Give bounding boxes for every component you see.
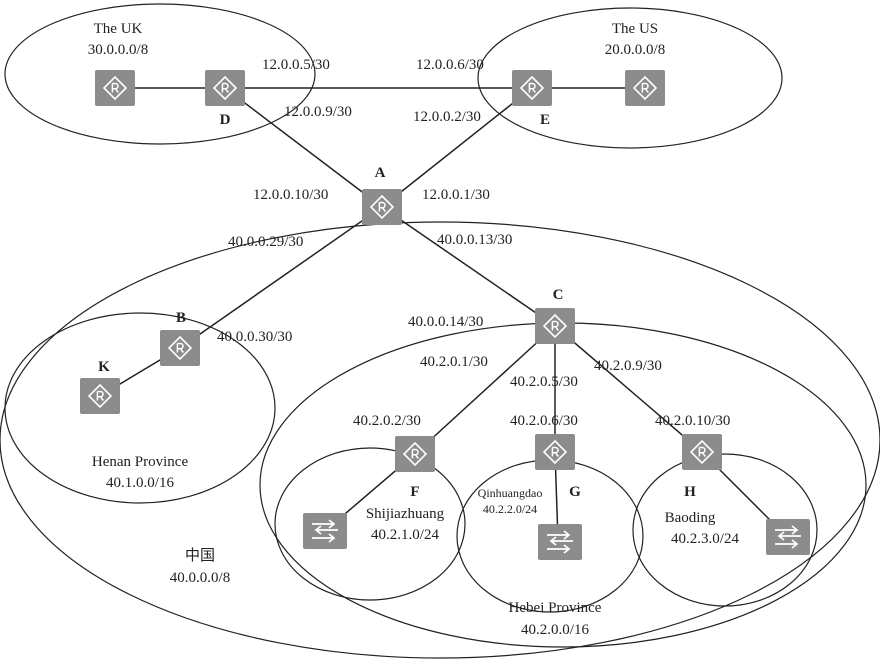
router-icon [361, 188, 403, 226]
hebei-name-label: Hebei Province [509, 600, 602, 616]
shijiazhuang-name-label: Shijiazhuang [366, 506, 445, 522]
iface-c-g: 40.2.0.5/30 [510, 374, 578, 390]
link-c-h [554, 325, 703, 453]
henan-region [4, 312, 276, 504]
iface-a-e: 12.0.0.1/30 [422, 187, 490, 203]
us-name-label: The US [612, 21, 658, 37]
iface-c-h: 40.2.0.9/30 [594, 358, 662, 374]
iface-a-d: 12.0.0.10/30 [253, 187, 328, 203]
switch-icon [765, 518, 811, 556]
router-a-label: A [375, 165, 386, 181]
router-d-label: D [220, 112, 231, 128]
router-icon [159, 329, 201, 367]
router-icon [394, 435, 436, 473]
switch-icon [302, 512, 348, 550]
router-g-label: G [569, 484, 581, 500]
shijiazhuang-network-label: 40.2.1.0/24 [371, 527, 439, 543]
link-a-b [179, 206, 383, 349]
router-k-label: K [98, 359, 110, 375]
hebei-network-label: 40.2.0.0/16 [521, 622, 589, 638]
henan-name-label: Henan Province [92, 454, 189, 470]
qinhuangdao-network-label: 40.2.2.0/24 [483, 502, 537, 516]
iface-e-d: 12.0.0.6/30 [416, 57, 484, 73]
uk-region [4, 3, 316, 145]
us-region [477, 7, 783, 149]
router-h-label: H [684, 484, 696, 500]
iface-a-c: 40.0.0.13/30 [437, 232, 512, 248]
router-icon [79, 377, 121, 415]
router-icon [624, 69, 666, 107]
iface-d-a: 12.0.0.9/30 [284, 104, 352, 120]
iface-d-e: 12.0.0.5/30 [262, 57, 330, 73]
iface-f-c: 40.2.0.2/30 [353, 413, 421, 429]
uk-network-label: 30.0.0.0/8 [88, 42, 148, 58]
link-e-a [381, 87, 533, 208]
iface-c-a: 40.0.0.14/30 [408, 314, 483, 330]
router-c-label: C [553, 287, 564, 303]
baoding-region [632, 453, 818, 607]
router-e-label: E [540, 112, 550, 128]
uk-name-label: The UK [94, 21, 143, 37]
switch-icon [537, 523, 583, 561]
iface-e-a: 12.0.0.2/30 [413, 109, 481, 125]
baoding-name-label: Baoding [665, 510, 716, 526]
shijiazhuang-region [274, 447, 466, 601]
router-icon [94, 69, 136, 107]
henan-network-label: 40.1.0.0/16 [106, 475, 174, 491]
router-icon [534, 307, 576, 345]
qinhuangdao-name-label: Qinhuangdao [478, 486, 543, 500]
china-region [0, 221, 880, 659]
link-d-a [224, 87, 383, 208]
iface-g-c: 40.2.0.6/30 [510, 413, 578, 429]
iface-a-b: 40.0.0.29/30 [228, 234, 303, 250]
baoding-network-label: 40.2.3.0/24 [671, 531, 739, 547]
router-icon [204, 69, 246, 107]
router-f-label: F [410, 484, 419, 500]
china-name-label: 中国 [185, 547, 215, 564]
link-a-c [381, 206, 556, 327]
router-icon [534, 433, 576, 471]
iface-b-a: 40.0.0.30/30 [217, 329, 292, 345]
iface-h-c: 40.2.0.10/30 [655, 413, 730, 429]
router-icon [681, 433, 723, 471]
china-network-label: 40.0.0.0/8 [170, 570, 230, 586]
link-c-f [414, 325, 556, 455]
us-network-label: 20.0.0.0/8 [605, 42, 665, 58]
iface-c-f: 40.2.0.1/30 [420, 354, 488, 370]
router-icon [511, 69, 553, 107]
router-b-label: B [176, 310, 186, 326]
